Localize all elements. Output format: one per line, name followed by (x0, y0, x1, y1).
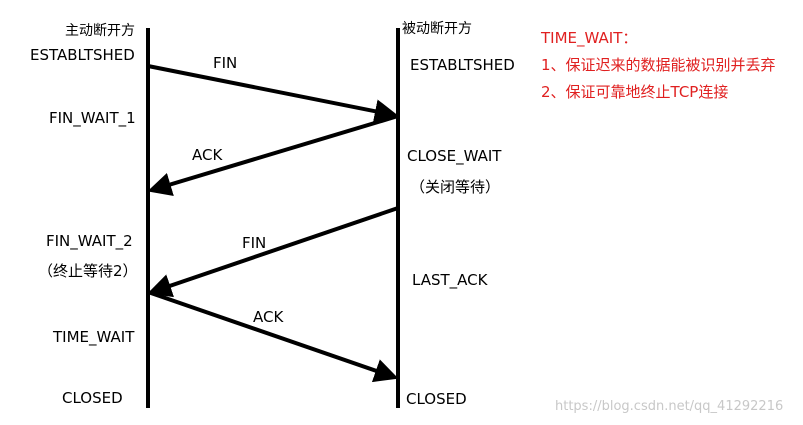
client-state-established: ESTABLTSHED (30, 46, 135, 64)
time-wait-note-title: TIME_WAIT： (541, 29, 638, 47)
fin1-label: FIN (213, 54, 238, 72)
watermark: https://blog.csdn.net/qq_41292216 (555, 399, 784, 414)
ack2-arrow (147, 290, 399, 383)
client-state-fin-wait-2: FIN_WAIT_2 (46, 232, 133, 250)
ack1-label: ACK (192, 146, 223, 164)
server-header: 被动断开方 (402, 21, 472, 37)
server-state-close-wait-note: （关闭等待） (410, 178, 501, 196)
time-wait-note-line-1: 1、保证迟来的数据能被识别并丢弃 (541, 56, 776, 74)
server-state-closed: CLOSED (406, 390, 467, 408)
time-wait-note-line-2: 2、保证可靠地终止TCP连接 (541, 83, 729, 101)
fin2-arrow (147, 206, 399, 298)
server-state-close-wait: CLOSE_WAIT (407, 147, 502, 165)
ack1-arrow (147, 114, 399, 196)
fin1-arrow (147, 64, 399, 124)
client-state-fin-wait-1: FIN_WAIT_1 (49, 109, 136, 127)
ack2-label: ACK (253, 308, 284, 326)
client-state-fin-wait-2-note: （终止等待2） (38, 262, 138, 280)
client-header: 主动断开方 (65, 23, 135, 39)
client-state-closed: CLOSED (62, 389, 123, 407)
fin2-label: FIN (242, 234, 267, 252)
client-state-time-wait: TIME_WAIT (53, 328, 135, 346)
server-state-last-ack: LAST_ACK (412, 271, 488, 289)
server-state-established: ESTABLTSHED (410, 56, 515, 74)
